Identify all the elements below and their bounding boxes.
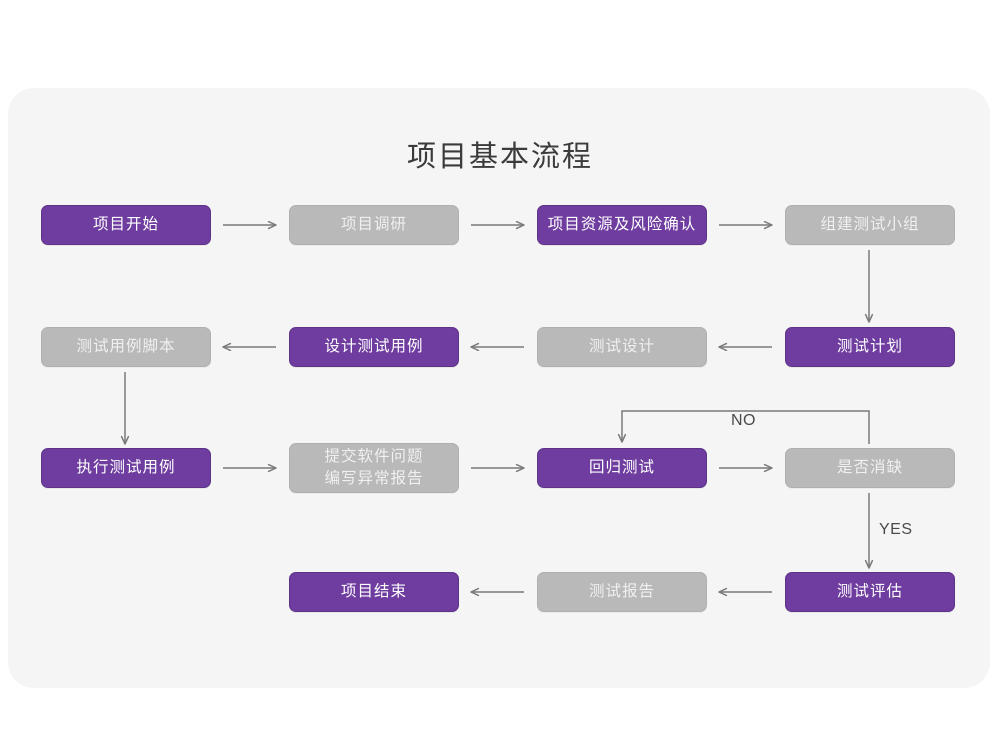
- node-regression-test[interactable]: 回归测试: [537, 448, 707, 488]
- node-test-evaluation[interactable]: 测试评估: [785, 572, 955, 612]
- node-resource-risk-confirm[interactable]: 项目资源及风险确认: [537, 205, 707, 245]
- node-test-report[interactable]: 测试报告: [537, 572, 707, 612]
- node-submit-defect-report[interactable]: 提交软件问题 编写异常报告: [289, 443, 459, 493]
- node-project-end[interactable]: 项目结束: [289, 572, 459, 612]
- edge-label-no: NO: [731, 412, 756, 429]
- node-form-test-team[interactable]: 组建测试小组: [785, 205, 955, 245]
- node-test-design[interactable]: 测试设计: [537, 327, 707, 367]
- node-execute-test-case[interactable]: 执行测试用例: [41, 448, 211, 488]
- node-project-research[interactable]: 项目调研: [289, 205, 459, 245]
- page-title: 项目基本流程: [406, 141, 593, 173]
- node-defect-resolved-decision[interactable]: 是否消缺: [785, 448, 955, 488]
- node-project-start[interactable]: 项目开始: [41, 205, 211, 245]
- node-test-case-script[interactable]: 测试用例脚本: [41, 327, 211, 367]
- node-test-plan[interactable]: 测试计划: [785, 327, 955, 367]
- node-design-test-case[interactable]: 设计测试用例: [289, 327, 459, 367]
- edge-label-yes: YES: [879, 521, 913, 538]
